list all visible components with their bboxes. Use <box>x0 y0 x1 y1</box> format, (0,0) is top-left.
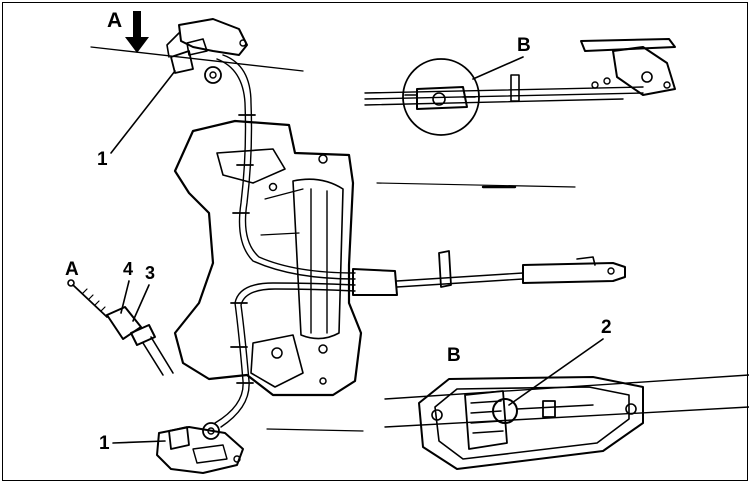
label-1-bottom: 1 <box>99 433 110 454</box>
label-4-group: 4 <box>120 259 133 314</box>
upper-brake-assembly <box>90 18 304 84</box>
detail-a-adjuster <box>67 279 174 376</box>
parking-brake-cable-diagram: A 1 B A 4 3 1 B 2 <box>65 9 749 474</box>
label-3: 3 <box>145 263 155 283</box>
label-2: 2 <box>601 317 612 338</box>
label-3-group: 3 <box>132 263 155 322</box>
label-b-top: B <box>517 35 531 56</box>
label-4: 4 <box>123 259 133 279</box>
view-arrow-icon <box>125 11 149 53</box>
label-b-bottom-group: B <box>447 345 461 366</box>
label-a-top: A <box>107 9 122 32</box>
label-1-top-group: 1 <box>97 70 176 170</box>
detail-b-equalizer <box>384 374 749 470</box>
label-a-top-group: A <box>107 9 149 53</box>
label-1-top: 1 <box>97 149 108 170</box>
detail-b-lever <box>364 38 676 136</box>
label-a-detail-group: A <box>65 259 79 280</box>
brake-cables <box>214 54 626 428</box>
label-1-bottom-group: 1 <box>99 433 166 454</box>
label-2-group: 2 <box>508 317 612 406</box>
label-b-top-group: B <box>472 35 531 80</box>
label-a-detail: A <box>65 259 79 280</box>
rear-subframe <box>173 119 363 397</box>
label-b-bottom: B <box>447 345 461 366</box>
lower-brake-assembly <box>156 422 364 474</box>
